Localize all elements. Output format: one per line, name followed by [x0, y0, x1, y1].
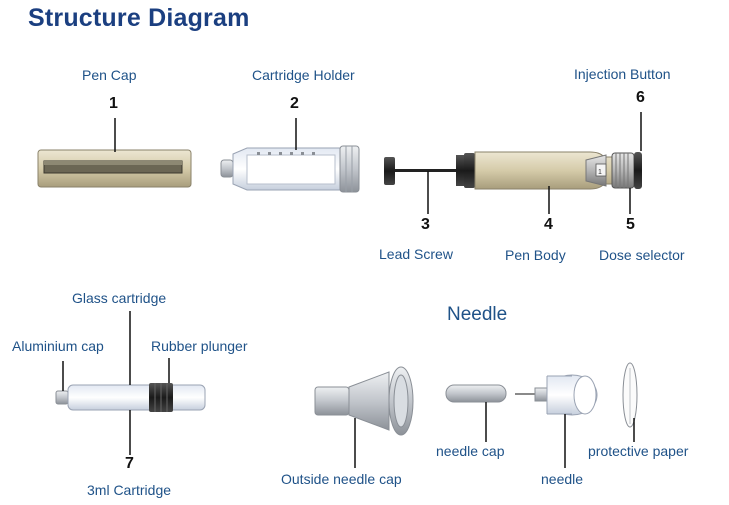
diagram-title: Structure Diagram	[28, 4, 250, 32]
aluminium-cap-label: Aluminium cap	[12, 338, 104, 354]
cartridge-holder-illustration	[220, 118, 360, 193]
pen-cap-label: Pen Cap	[82, 67, 137, 83]
pen-cap-illustration	[37, 118, 192, 188]
cartridge-holder-number: 2	[290, 95, 299, 112]
needle-section-title: Needle	[447, 304, 508, 325]
protective-paper-illustration	[622, 362, 638, 442]
svg-text:1: 1	[598, 169, 602, 176]
cartridge-illustration	[55, 311, 206, 455]
pen-body-label: Pen Body	[505, 247, 566, 263]
outside-needle-cap-label: Outside needle cap	[281, 471, 402, 487]
dose-selector-label: Dose selector	[599, 247, 685, 263]
cartridge-holder-label: Cartridge Holder	[252, 67, 355, 83]
needle-illustration	[515, 374, 598, 468]
pen-cap-number: 1	[109, 95, 118, 112]
cartridge-label: 3ml Cartridge	[87, 482, 172, 498]
glass-cartridge-label: Glass cartridge	[72, 290, 167, 306]
pen-body-illustration: 1	[456, 151, 613, 214]
outside-needle-cap-illustration	[314, 366, 414, 468]
needle-label: needle	[541, 471, 584, 487]
dose-selector-illustration	[611, 112, 642, 214]
rubber-plunger-label: Rubber plunger	[151, 338, 248, 354]
protective-paper-label: protective paper	[588, 443, 689, 459]
pen-body-number: 4	[544, 216, 553, 233]
lead-screw-number: 3	[421, 216, 430, 233]
needle-cap-label: needle cap	[436, 443, 505, 459]
injection-button-label: Injection Button	[574, 66, 671, 82]
lead-screw-illustration	[384, 157, 457, 214]
dose-selector-number: 5	[626, 216, 635, 233]
needle-cap-illustration	[445, 384, 507, 442]
lead-screw-label: Lead Screw	[379, 246, 453, 262]
cartridge-number: 7	[125, 455, 134, 472]
injection-button-number: 6	[636, 89, 645, 106]
